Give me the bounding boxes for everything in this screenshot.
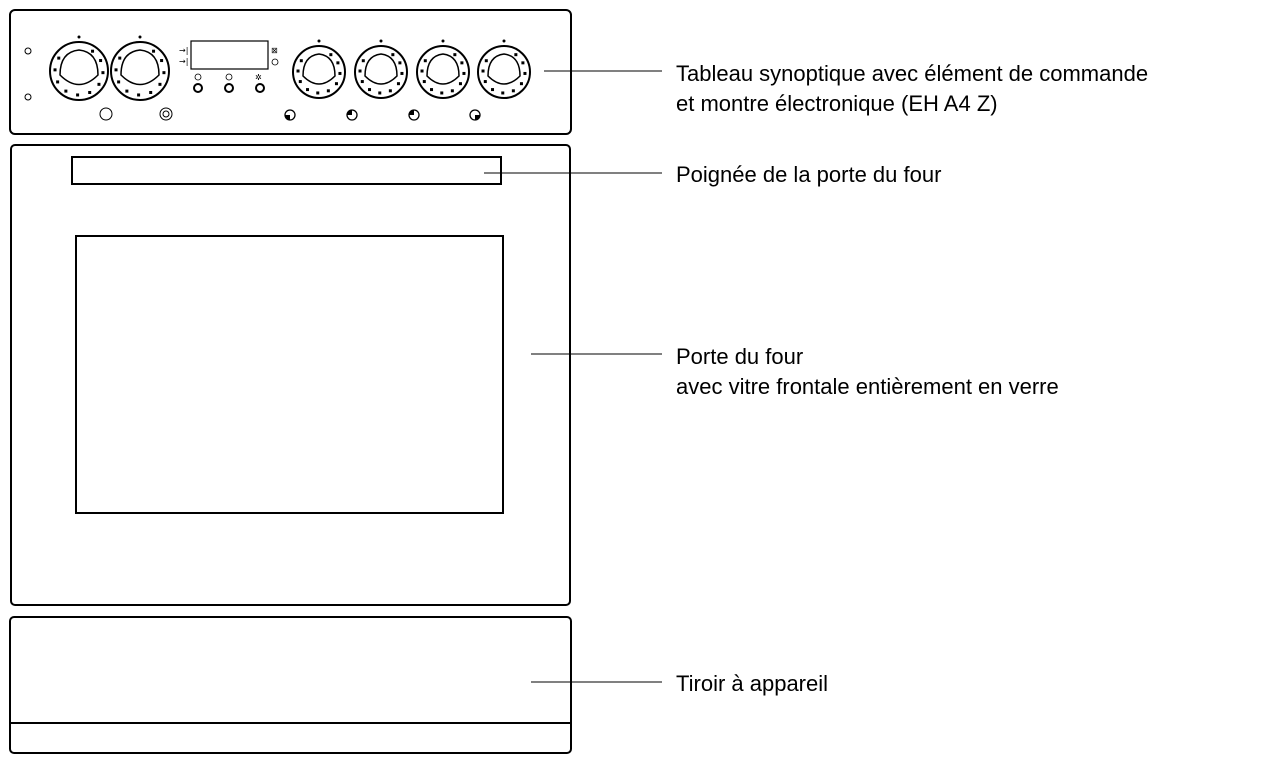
callout-panel: Tableau synoptique avec élément de comma… xyxy=(676,59,1148,119)
hotplate-knob[interactable] xyxy=(477,39,531,99)
oven-door-handle[interactable] xyxy=(71,156,502,185)
clock-icon: ✲ xyxy=(194,73,262,82)
indicator-icon xyxy=(24,47,32,55)
svg-text:→|: →| xyxy=(179,46,188,55)
selector-mark-icon xyxy=(99,107,113,121)
callout-panel-line-1: Tableau synoptique avec élément de comma… xyxy=(676,61,1149,86)
oven-window xyxy=(75,235,504,514)
callout-door: Porte du four avec vitre frontale entièr… xyxy=(676,342,1059,402)
hotplate-knob[interactable] xyxy=(354,39,408,99)
oven-temperature-knob[interactable] xyxy=(110,35,170,101)
callout-door-line-1: Porte du four xyxy=(676,344,804,369)
hotplate-knob[interactable] xyxy=(416,39,470,99)
selector-mark-icon xyxy=(159,107,173,121)
hotplate-knob[interactable] xyxy=(292,39,346,99)
clock-button[interactable] xyxy=(224,83,234,93)
hotplate-position-icon xyxy=(346,109,358,121)
svg-text:✲: ✲ xyxy=(255,73,262,82)
oven-door xyxy=(10,144,571,606)
svg-text:⊠: ⊠ xyxy=(271,46,278,55)
indicator-icon xyxy=(24,93,32,101)
hotplate-position-icon xyxy=(469,109,481,121)
callout-drawer: Tiroir à appareil xyxy=(676,669,828,699)
callout-drawer-line-1: Tiroir à appareil xyxy=(676,671,829,696)
hotplate-position-icon xyxy=(284,109,296,121)
clock-button[interactable] xyxy=(193,83,203,93)
clock-button[interactable] xyxy=(255,83,265,93)
appliance-drawer[interactable] xyxy=(9,616,572,754)
control-panel: →| →| ⊠ ✲ xyxy=(9,9,572,135)
callout-handle: Poignée de la porte du four xyxy=(676,160,941,190)
hotplate-position-icon xyxy=(408,109,420,121)
oven-function-knob[interactable] xyxy=(49,35,109,101)
callout-handle-line-1: Poignée de la porte du four xyxy=(676,162,942,187)
svg-text:→|: →| xyxy=(179,57,188,66)
callout-door-line-2: avec vitre frontale entièrement en verre xyxy=(676,374,1059,399)
callout-panel-line-2: et montre électronique (EH A4 Z) xyxy=(676,91,998,116)
electronic-clock: →| →| ⊠ ✲ xyxy=(179,40,279,93)
